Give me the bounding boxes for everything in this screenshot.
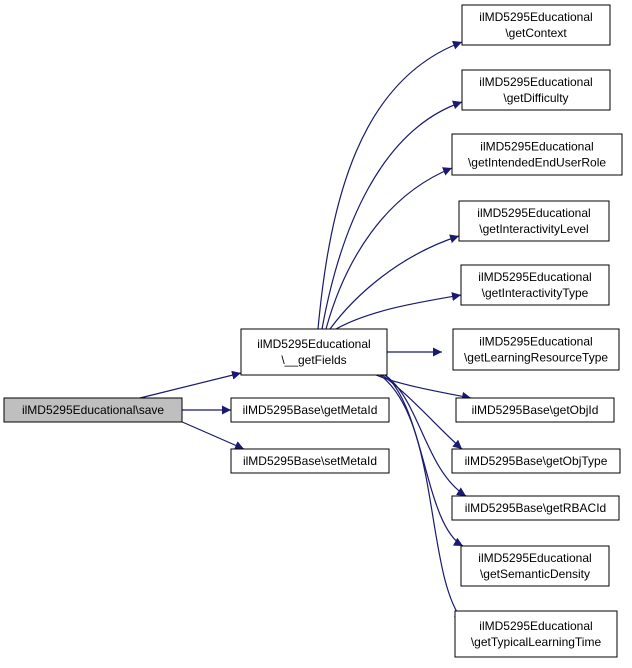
node-getFields[interactable]: ilMD5295Educational \__getFields	[240, 328, 388, 376]
node-getObjId[interactable]: ilMD5295Base\getObjId	[455, 397, 615, 423]
node-getDifficulty[interactable]: ilMD5295Educational \getDifficulty	[461, 69, 611, 111]
node-box	[230, 448, 390, 474]
node-label-line: ilMD5295Base\getObjType	[465, 454, 608, 468]
edges-layer	[139, 40, 472, 622]
node-getIntendedEndUserRole[interactable]: ilMD5295Educational \getIntendedEndUserRo…	[451, 133, 623, 176]
node-label-line: \getLearningResourceType	[464, 351, 608, 365]
node-box	[454, 610, 618, 658]
node-getRBACId[interactable]: ilMD5295Base\getRBACId	[451, 495, 620, 521]
node-label-line: ilMD5295Educational\save	[22, 403, 164, 417]
node-getTypicalLearningTime[interactable]: ilMD5295Educational \getTypicalLearningTi…	[454, 610, 618, 658]
node-box	[452, 328, 620, 371]
edge-getFields-to-getContext	[317, 40, 463, 330]
node-box	[460, 545, 610, 587]
edge-getFields-to-getIntendedEndUserRole	[325, 167, 453, 330]
edge-getFields-to-getInteractivityType	[335, 292, 462, 330]
node-label-line: ilMD5295Educational	[477, 206, 590, 220]
node-label-line: ilMD5295Educational	[257, 337, 370, 351]
node-box	[460, 264, 610, 306]
node-box	[458, 200, 610, 242]
node-label-line: ilMD5295Educational	[479, 335, 592, 349]
node-label-line: ilMD5295Educational	[479, 10, 592, 24]
edge-root-to-getFields	[139, 370, 242, 399]
node-getMetaId[interactable]: ilMD5295Base\getMetaId	[230, 397, 390, 423]
node-getInteractivityLevel[interactable]: ilMD5295Educational \getInteractivityLeve…	[458, 200, 610, 242]
node-label-line: \getDifficulty	[503, 91, 568, 105]
edge-getFields-to-getObjId	[375, 374, 472, 401]
edge-root-to-setMetaId	[179, 420, 245, 450]
node-label-line: \getInteractivityLevel	[479, 222, 588, 236]
node-label-line: ilMD5295Base\setMetaId	[243, 454, 377, 468]
node-label-line: \getInteractivityType	[482, 286, 589, 300]
node-box	[230, 397, 390, 423]
node-getContext[interactable]: ilMD5295Educational \getContext	[461, 4, 611, 46]
node-box	[451, 495, 620, 521]
node-box	[461, 69, 611, 111]
edge-getFields-to-getInteractivityLevel	[329, 234, 460, 330]
node-box	[455, 397, 615, 423]
nodes-layer: ilMD5295Educational\save ilMD5295Educatio…	[3, 4, 623, 658]
edge-getFields-to-getSemanticDensity	[384, 374, 464, 547]
node-label-line: ilMD5295Educational	[478, 270, 591, 284]
node-label-line: \getIntendedEndUserRole	[468, 156, 606, 170]
node-box	[451, 133, 623, 176]
node-getObjType[interactable]: ilMD5295Base\getObjType	[451, 448, 621, 474]
node-label-line: \getSemanticDensity	[480, 567, 590, 581]
edge-getFields-to-getRBACId	[384, 374, 467, 497]
node-label-line: \__getFields	[281, 353, 346, 367]
node-label-line: ilMD5295Educational	[478, 551, 591, 565]
edge-getFields-to-getDifficulty	[321, 100, 463, 330]
node-label-line: ilMD5295Base\getMetaId	[243, 403, 378, 417]
node-root-root[interactable]: ilMD5295Educational\save	[3, 397, 183, 423]
node-label-line: ilMD5295Educational	[479, 619, 592, 633]
node-getLearningResourceType[interactable]: ilMD5295Educational \getLearningResourceT…	[452, 328, 620, 371]
node-box	[451, 448, 621, 474]
node-getInteractivityType[interactable]: ilMD5295Educational \getInteractivityType	[460, 264, 610, 306]
node-label-line: ilMD5295Educational	[480, 140, 593, 154]
edge-getFields-to-getTypicalLearningTime	[379, 374, 464, 622]
node-label-line: ilMD5295Educational	[479, 75, 592, 89]
node-box	[3, 397, 183, 423]
node-label-line: \getTypicalLearningTime	[471, 635, 602, 649]
node-label-line: ilMD5295Base\getRBACId	[465, 501, 606, 515]
node-getSemanticDensity[interactable]: ilMD5295Educational \getSemanticDensity	[460, 545, 610, 587]
node-label-line: \getContext	[505, 26, 567, 40]
node-box	[240, 328, 388, 376]
node-label-line: ilMD5295Base\getObjId	[472, 403, 599, 417]
node-setMetaId[interactable]: ilMD5295Base\setMetaId	[230, 448, 390, 474]
node-box	[461, 4, 611, 46]
